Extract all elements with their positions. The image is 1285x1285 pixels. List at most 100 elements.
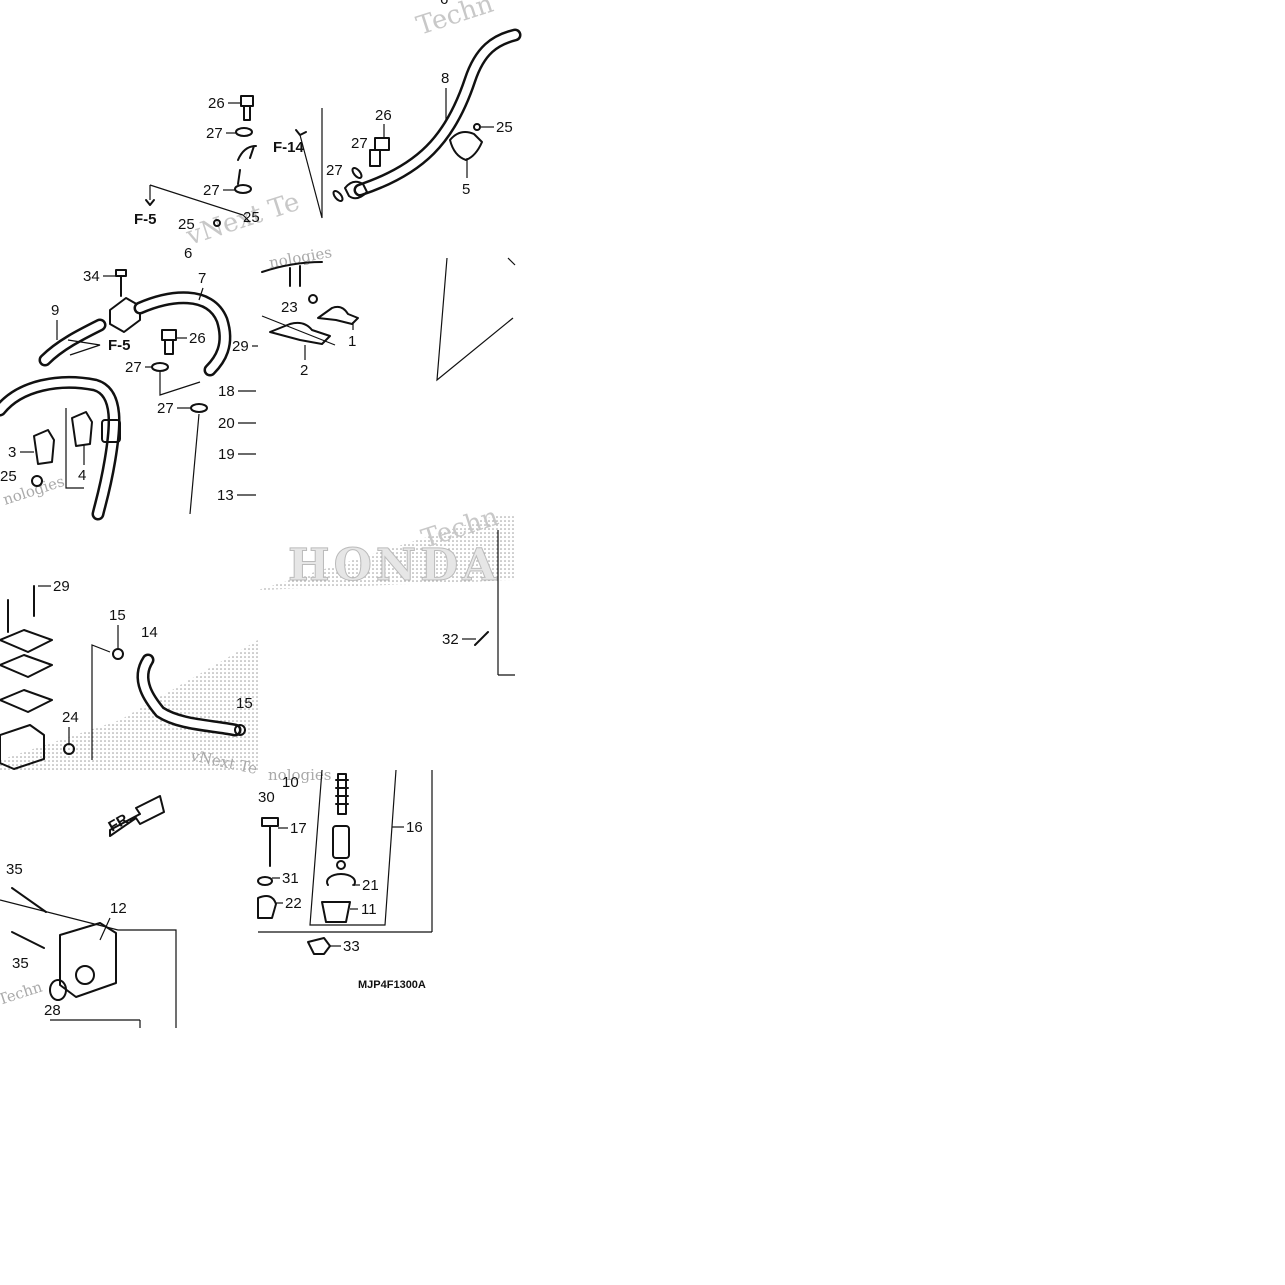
banjo-fitting bbox=[237, 145, 257, 185]
callout-13: 13 bbox=[217, 487, 234, 504]
callout-24: 24 bbox=[62, 709, 79, 726]
reservoir-plate bbox=[0, 654, 53, 678]
drawing-code: MJP4F1300A bbox=[358, 979, 426, 991]
callout-27: 27 bbox=[157, 400, 174, 417]
callout-25: 25 bbox=[0, 468, 17, 485]
hose-clamp-2 bbox=[269, 321, 331, 345]
bolt-34 bbox=[115, 269, 127, 297]
callout-23: 23 bbox=[281, 299, 298, 316]
callout-3: 3 bbox=[8, 444, 16, 461]
pin-32 bbox=[474, 631, 489, 646]
callout-34: 34 bbox=[83, 268, 100, 285]
tile-middle-left: nologies 34 7 9 F-5 26 27 27 bbox=[0, 268, 232, 521]
callout-10: 10 bbox=[282, 774, 299, 791]
hose-clamp bbox=[261, 261, 323, 287]
callout-35: 35 bbox=[6, 861, 23, 878]
brand-wing-pattern bbox=[0, 640, 258, 770]
callout-26: 26 bbox=[208, 95, 225, 112]
sealing-washer-27 bbox=[235, 127, 253, 137]
callout-12: 12 bbox=[110, 900, 127, 917]
reservoir-body bbox=[0, 724, 45, 770]
callout-2: 2 bbox=[300, 362, 308, 379]
master-cylinder-bore bbox=[75, 965, 95, 985]
hose-clamp-5 bbox=[449, 131, 483, 161]
callout-7: 7 bbox=[198, 270, 206, 287]
callout-25: 25 bbox=[243, 209, 260, 226]
bolt-35 bbox=[11, 887, 47, 913]
brake-joint bbox=[109, 297, 141, 333]
callout-29: 29 bbox=[232, 338, 249, 355]
nut-31 bbox=[257, 876, 273, 886]
callout-25: 25 bbox=[496, 119, 513, 136]
sealing-washer-27 bbox=[151, 362, 169, 372]
banjo-bolt-26 bbox=[161, 329, 177, 355]
tile-lower-center: HONDA Techn 32 bbox=[258, 502, 515, 676]
tile-upper-center: Techn 6 F-14 8 26 27 27 5 25 bbox=[273, 0, 522, 219]
callout-27: 27 bbox=[206, 125, 223, 142]
callout-15: 15 bbox=[109, 607, 126, 624]
sealing-washer-27 bbox=[190, 403, 208, 413]
brand-wing-pattern bbox=[258, 514, 515, 590]
callout-21: 21 bbox=[362, 877, 379, 894]
spring bbox=[335, 773, 349, 815]
callout-22: 22 bbox=[285, 895, 302, 912]
tile-piston-kit: nologies 10 16 21 11 30 17 31 22 33 MJP4… bbox=[257, 766, 433, 991]
callout-18: 18 bbox=[218, 383, 235, 400]
callout-16: 16 bbox=[406, 819, 423, 836]
piston bbox=[332, 825, 350, 859]
sealing-washer-27 bbox=[332, 190, 344, 202]
switch-22 bbox=[257, 895, 277, 919]
hose-guide-4 bbox=[71, 411, 93, 447]
callout-15: 15 bbox=[236, 695, 253, 712]
screw-25 bbox=[31, 475, 43, 487]
screw-25 bbox=[213, 219, 221, 227]
reference-f5: F-5 bbox=[108, 337, 131, 354]
callout-20: 20 bbox=[218, 415, 235, 432]
callout-17: 17 bbox=[290, 820, 307, 837]
watermark: nologies bbox=[268, 766, 332, 784]
callout-6: 6 bbox=[184, 245, 192, 262]
grommet bbox=[101, 419, 121, 443]
hose-guide-3 bbox=[33, 429, 55, 465]
callout-14: 14 bbox=[141, 624, 158, 641]
tile-master-cylinder: Techn FR. 35 35 12 28 bbox=[0, 795, 177, 1028]
callout-27: 27 bbox=[203, 182, 220, 199]
callout-27: 27 bbox=[326, 162, 343, 179]
callout-28: 28 bbox=[44, 1002, 61, 1019]
callout-1: 1 bbox=[348, 333, 356, 350]
tile-middle-center: nologies 23 1 2 29 18 20 19 13 bbox=[217, 243, 516, 504]
callout-27: 27 bbox=[351, 135, 368, 152]
clip-33 bbox=[307, 937, 331, 955]
hose-fitting bbox=[344, 180, 368, 200]
watermark: Techn bbox=[413, 0, 497, 42]
callout-8: 8 bbox=[441, 70, 449, 87]
tile-reservoir: vNext Te 29 24 14 15 15 bbox=[0, 578, 259, 778]
bolt-23 bbox=[308, 294, 318, 304]
banjo-bolt-26 bbox=[240, 95, 254, 121]
callout-6: 6 bbox=[440, 0, 448, 8]
callout-11: 11 bbox=[361, 901, 377, 918]
screw-25 bbox=[473, 123, 481, 131]
bolt-35 bbox=[11, 931, 45, 949]
sealing-washer-27 bbox=[351, 167, 363, 179]
callout-27: 27 bbox=[125, 359, 142, 376]
front-arrow bbox=[109, 795, 165, 837]
watermark: Techn bbox=[0, 978, 45, 1009]
boot-11 bbox=[321, 901, 351, 923]
master-cylinder-12 bbox=[59, 922, 117, 998]
reservoir-cap bbox=[0, 629, 53, 653]
callout-30: 30 bbox=[258, 789, 275, 806]
banjo-bolt-26 bbox=[369, 137, 390, 167]
hose-clip-15 bbox=[234, 724, 246, 736]
reference-f5: F-5 bbox=[134, 211, 157, 228]
snap-ring-21 bbox=[326, 873, 356, 886]
callout-9: 9 bbox=[51, 302, 59, 319]
hose-clip-15 bbox=[112, 648, 124, 660]
tile-upper-left: vNext Te 26 27 27 F-5 25 25 6 bbox=[134, 95, 303, 262]
callout-32: 32 bbox=[442, 631, 459, 648]
callout-29: 29 bbox=[53, 578, 70, 595]
hose-clamp-1 bbox=[317, 305, 359, 325]
callout-4: 4 bbox=[78, 467, 86, 484]
callout-31: 31 bbox=[282, 870, 299, 887]
